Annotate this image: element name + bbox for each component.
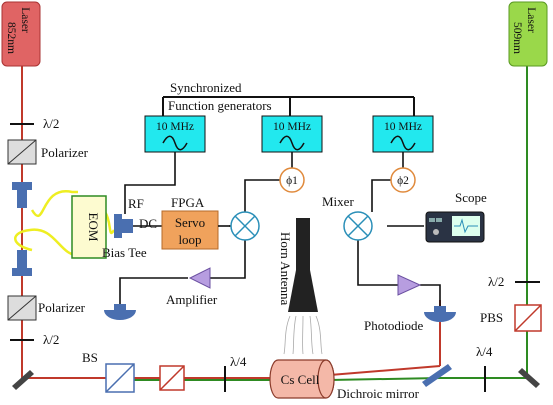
phase-2-label: ϕ2	[397, 175, 409, 187]
generator-1-label: 10 MHz	[156, 121, 194, 133]
amplifier-label: Amplifier	[166, 292, 218, 307]
servo-label-1: Servo	[175, 215, 205, 230]
servo-loop-box: Servo loop	[161, 210, 219, 250]
pbs-label: PBS	[480, 310, 503, 325]
bias-tee	[114, 214, 133, 238]
laser-852-label-1: Laser	[19, 7, 31, 33]
laser-852nm: Laser	[1, 1, 41, 67]
servo-label-2: loop	[178, 232, 201, 247]
phase-shifter-2: ϕ2	[390, 167, 416, 193]
red-beam-path	[21, 65, 441, 379]
quarter-wave-label-2: λ/4	[476, 344, 493, 359]
phase-1-label: ϕ1	[286, 175, 298, 187]
amplifier-1	[188, 267, 211, 289]
laser-509nm: Laser	[508, 1, 548, 67]
function-generator-2: 10 MHz	[261, 115, 323, 153]
dichroic-label: Dichroic mirror	[337, 386, 420, 401]
fpga-label: FPGA	[171, 195, 205, 210]
mixer-2	[343, 211, 373, 241]
mixer-label: Mixer	[322, 194, 354, 209]
quarter-wave-label-1: λ/4	[230, 354, 247, 369]
rf-label: RF	[128, 196, 144, 211]
half-wave-label-2: λ/2	[43, 332, 59, 347]
half-wave-label-3: λ/2	[488, 274, 504, 289]
dichroic-mirror	[422, 364, 452, 387]
polarizer-label-2: Polarizer	[38, 300, 86, 315]
bias-tee-label: Bias Tee	[102, 245, 147, 260]
polarizing-beam-splitter	[514, 304, 542, 332]
polarizer-2	[7, 295, 37, 321]
function-generator-3: 10 MHz	[372, 115, 434, 153]
sine-wave-icon	[162, 135, 188, 151]
photodiode-right	[424, 306, 456, 322]
signal-cables	[119, 152, 441, 306]
photodiode-left	[104, 304, 136, 320]
mixer-1	[230, 211, 260, 241]
generator-bracket	[162, 96, 415, 116]
polarizer-label-1: Polarizer	[41, 145, 89, 160]
polarizer-1	[7, 139, 37, 165]
sine-wave-icon	[390, 135, 416, 151]
dc-label: DC	[139, 216, 157, 231]
oscilloscope	[425, 211, 485, 243]
eom-label: EOM	[86, 213, 101, 242]
bs-label: BS	[82, 350, 98, 365]
laser-509-label-2: 509nm	[511, 22, 523, 54]
function-generator-1: 10 MHz	[144, 115, 206, 153]
half-wave-label-1: λ/2	[43, 116, 59, 131]
scope-label: Scope	[455, 190, 487, 205]
phase-shifter-1: ϕ1	[279, 167, 305, 193]
cs-cell: Cs Cell	[269, 359, 335, 399]
generator-2-label: 10 MHz	[273, 121, 311, 133]
mirror-bottom-right	[518, 368, 540, 388]
amplifier-2	[397, 274, 422, 296]
laser-852-label-2: 852nm	[5, 22, 17, 54]
cs-cell-label: Cs Cell	[281, 372, 320, 387]
fiber-coupler-bottom	[12, 250, 32, 276]
sine-wave-icon	[279, 135, 305, 151]
photodiode-label: Photodiode	[364, 318, 423, 333]
horn-antenna-label: Horn Antenna	[278, 232, 293, 306]
eom-box: EOM	[71, 195, 107, 259]
generator-3-label: 10 MHz	[384, 121, 422, 133]
horn-antenna	[283, 218, 323, 355]
header-line-1: Synchronized	[170, 80, 242, 95]
beam-splitter	[105, 363, 135, 393]
mirror-bottom-left	[12, 370, 34, 390]
laser-509-label-1: Laser	[525, 7, 537, 33]
fiber-coupler-top	[12, 182, 32, 208]
polarizer-3	[159, 365, 185, 391]
header-line-2: Function generators	[168, 98, 272, 113]
